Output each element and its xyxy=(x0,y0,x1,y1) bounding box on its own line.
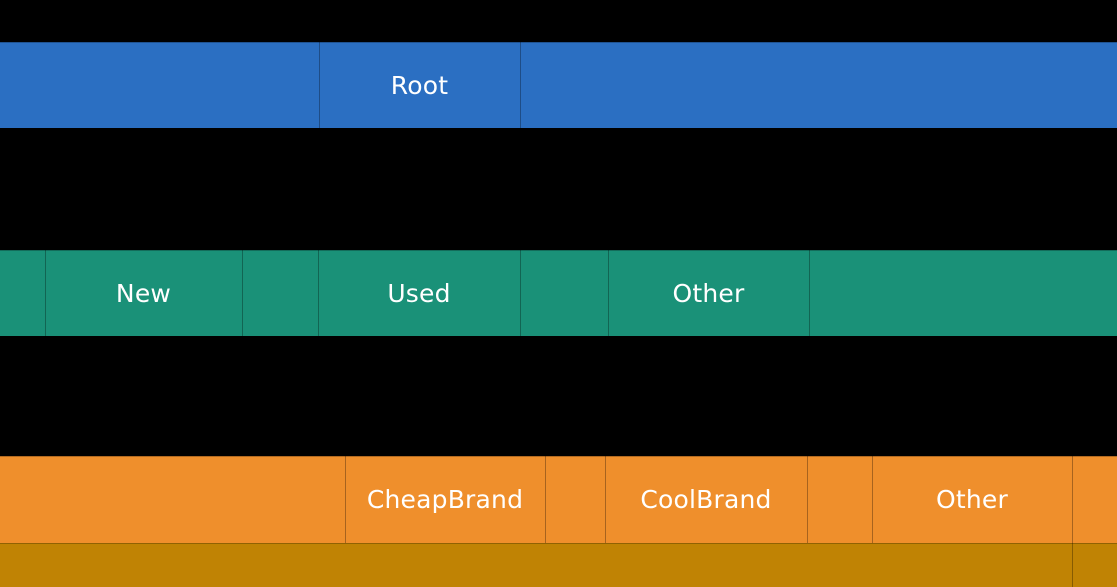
icicle-tile-label: Root xyxy=(390,70,449,100)
icicle-tile-root-0[interactable] xyxy=(0,42,319,128)
icicle-level-level1: New Used Other xyxy=(0,250,1117,336)
icicle-tile-label: CoolBrand xyxy=(640,485,772,514)
icicle-tile-label: Other xyxy=(672,278,745,308)
icicle-tile-new[interactable]: New xyxy=(45,250,242,336)
icicle-tile-level1-0[interactable] xyxy=(0,250,45,336)
icicle-tile-level1-6[interactable] xyxy=(809,250,1117,336)
icicle-tile-coolbrand[interactable]: CoolBrand xyxy=(605,456,807,543)
icicle-tile-cheapbrand[interactable]: CheapBrand xyxy=(345,456,545,543)
icicle-tile-used[interactable]: Used xyxy=(318,250,520,336)
icicle-tile-label: Used xyxy=(387,278,451,308)
icicle-tile-level2-0[interactable] xyxy=(0,456,345,543)
icicle-tile-root[interactable]: Root xyxy=(319,42,520,128)
icicle-tile-label: New xyxy=(115,278,172,308)
icicle-tile-other[interactable]: Other xyxy=(608,250,809,336)
icicle-level-level3 xyxy=(0,543,1117,587)
icicle-level-root: Root xyxy=(0,42,1117,128)
icicle-tile-label: CheapBrand xyxy=(366,485,524,514)
icicle-tile-level1-2[interactable] xyxy=(242,250,318,336)
icicle-tile-root-2[interactable] xyxy=(520,42,1117,128)
icicle-tile-other[interactable]: Other xyxy=(872,456,1072,543)
icicle-level-level2: CheapBrand CoolBrand Other xyxy=(0,456,1117,543)
icicle-tile-level3-0[interactable] xyxy=(0,543,1072,587)
icicle-tile-level2-4[interactable] xyxy=(807,456,872,543)
icicle-tile-level2-6[interactable] xyxy=(1072,456,1117,543)
icicle-tile-label: Other xyxy=(936,485,1008,514)
icicle-tile-level1-4[interactable] xyxy=(520,250,608,336)
icicle-tile-level3-1[interactable] xyxy=(1072,543,1117,587)
icicle-tile-level2-2[interactable] xyxy=(545,456,605,543)
